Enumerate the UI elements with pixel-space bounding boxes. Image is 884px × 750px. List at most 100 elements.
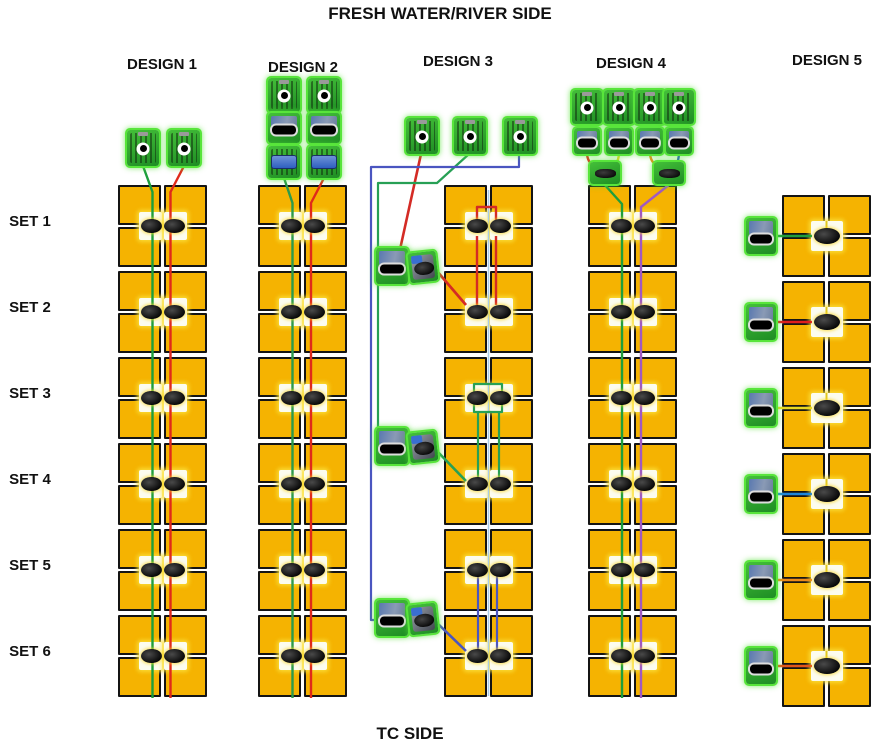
- connector-backplate: [489, 384, 513, 412]
- pump-connector: [633, 391, 655, 405]
- pump-device: [635, 90, 665, 124]
- panel: [164, 271, 207, 311]
- pump-connector: [303, 563, 325, 577]
- panel: [782, 625, 825, 665]
- panel: [588, 227, 631, 267]
- panel: [588, 615, 631, 655]
- pump-device: [604, 90, 634, 124]
- panel: [164, 185, 207, 225]
- panel: [634, 443, 677, 483]
- branch-line: [673, 153, 681, 169]
- panel: [828, 195, 871, 235]
- panel: [444, 357, 487, 397]
- connector-backplate: [464, 556, 488, 584]
- meter-display: [608, 136, 630, 150]
- connector-backplate: [303, 298, 327, 326]
- set-label: SET 5: [9, 557, 51, 574]
- panel: [444, 443, 487, 483]
- panel: [304, 399, 347, 439]
- pump-texture: [271, 81, 297, 109]
- pump-connector: [489, 563, 511, 577]
- pump-connector: [633, 563, 655, 577]
- pump-window: [136, 142, 150, 156]
- panel: [258, 399, 301, 439]
- pump-device: [268, 78, 300, 112]
- feed-line: [434, 269, 468, 306]
- connector-backplate: [810, 651, 843, 681]
- panel: [588, 357, 631, 397]
- connector-backplate: [810, 565, 843, 595]
- panel: [828, 667, 871, 707]
- pump-texture: [311, 81, 337, 109]
- panel: [490, 443, 533, 483]
- panel: [588, 443, 631, 483]
- panel: [258, 615, 301, 655]
- panel: [258, 485, 301, 525]
- connector-backplate: [633, 384, 657, 412]
- flow-meter-device: [268, 113, 300, 143]
- pump-window: [415, 130, 429, 144]
- panel: [444, 313, 487, 353]
- pump-cap: [465, 120, 475, 124]
- panel: [118, 615, 161, 655]
- panel: [588, 529, 631, 569]
- pump-connector: [140, 477, 162, 491]
- panel: [634, 357, 677, 397]
- panel: [782, 581, 825, 621]
- connector-backplate: [303, 384, 327, 412]
- flow-meter-device: [746, 218, 776, 254]
- panel: [118, 485, 161, 525]
- pump-connector: [466, 649, 488, 663]
- panel: [118, 185, 161, 225]
- panel: [164, 529, 207, 569]
- panel: [490, 529, 533, 569]
- panel: [258, 271, 301, 311]
- meter-display: [748, 318, 774, 332]
- connector-backplate: [608, 642, 632, 670]
- panel: [490, 657, 533, 697]
- connector-backplate: [163, 642, 187, 670]
- pump-cap: [582, 92, 592, 96]
- connector-backplate: [138, 642, 162, 670]
- panel: [588, 485, 631, 525]
- meter-electronics: [271, 116, 297, 128]
- pump-cap: [515, 120, 525, 124]
- pump-connector: [813, 486, 840, 502]
- pump-rotor: [646, 104, 654, 112]
- panel: [588, 313, 631, 353]
- meter-electronics: [609, 131, 629, 141]
- flow-meter-device: [746, 648, 776, 684]
- pump-connector: [280, 391, 302, 405]
- pump-texture: [457, 121, 483, 151]
- flow-meter-device: [574, 128, 600, 154]
- pump-connector: [489, 219, 511, 233]
- pump-cap: [417, 120, 427, 124]
- connector-backplate: [633, 470, 657, 498]
- coolant-line-right: [309, 177, 326, 698]
- pump-connector: [610, 305, 632, 319]
- pump-device: [406, 118, 438, 154]
- panel: [304, 571, 347, 611]
- side-pump-body: [410, 605, 436, 633]
- pump-connector: [610, 391, 632, 405]
- pump-connector: [303, 391, 325, 405]
- meter-electronics: [669, 131, 689, 141]
- y-connector-device: [654, 162, 684, 184]
- feed-line: [434, 620, 467, 652]
- connector-backplate: [608, 384, 632, 412]
- pump-connector: [140, 391, 162, 405]
- connector-backplate: [278, 470, 302, 498]
- set-label: SET 4: [9, 471, 51, 488]
- panel: [828, 281, 871, 321]
- pump-connector: [280, 649, 302, 663]
- connector-backplate: [489, 556, 513, 584]
- pump-connector: [813, 314, 840, 330]
- meter-electronics: [379, 251, 405, 265]
- panel: [118, 571, 161, 611]
- panel: [164, 615, 207, 655]
- pump-connector: [466, 477, 488, 491]
- pump-connector: [163, 477, 185, 491]
- panel: [588, 271, 631, 311]
